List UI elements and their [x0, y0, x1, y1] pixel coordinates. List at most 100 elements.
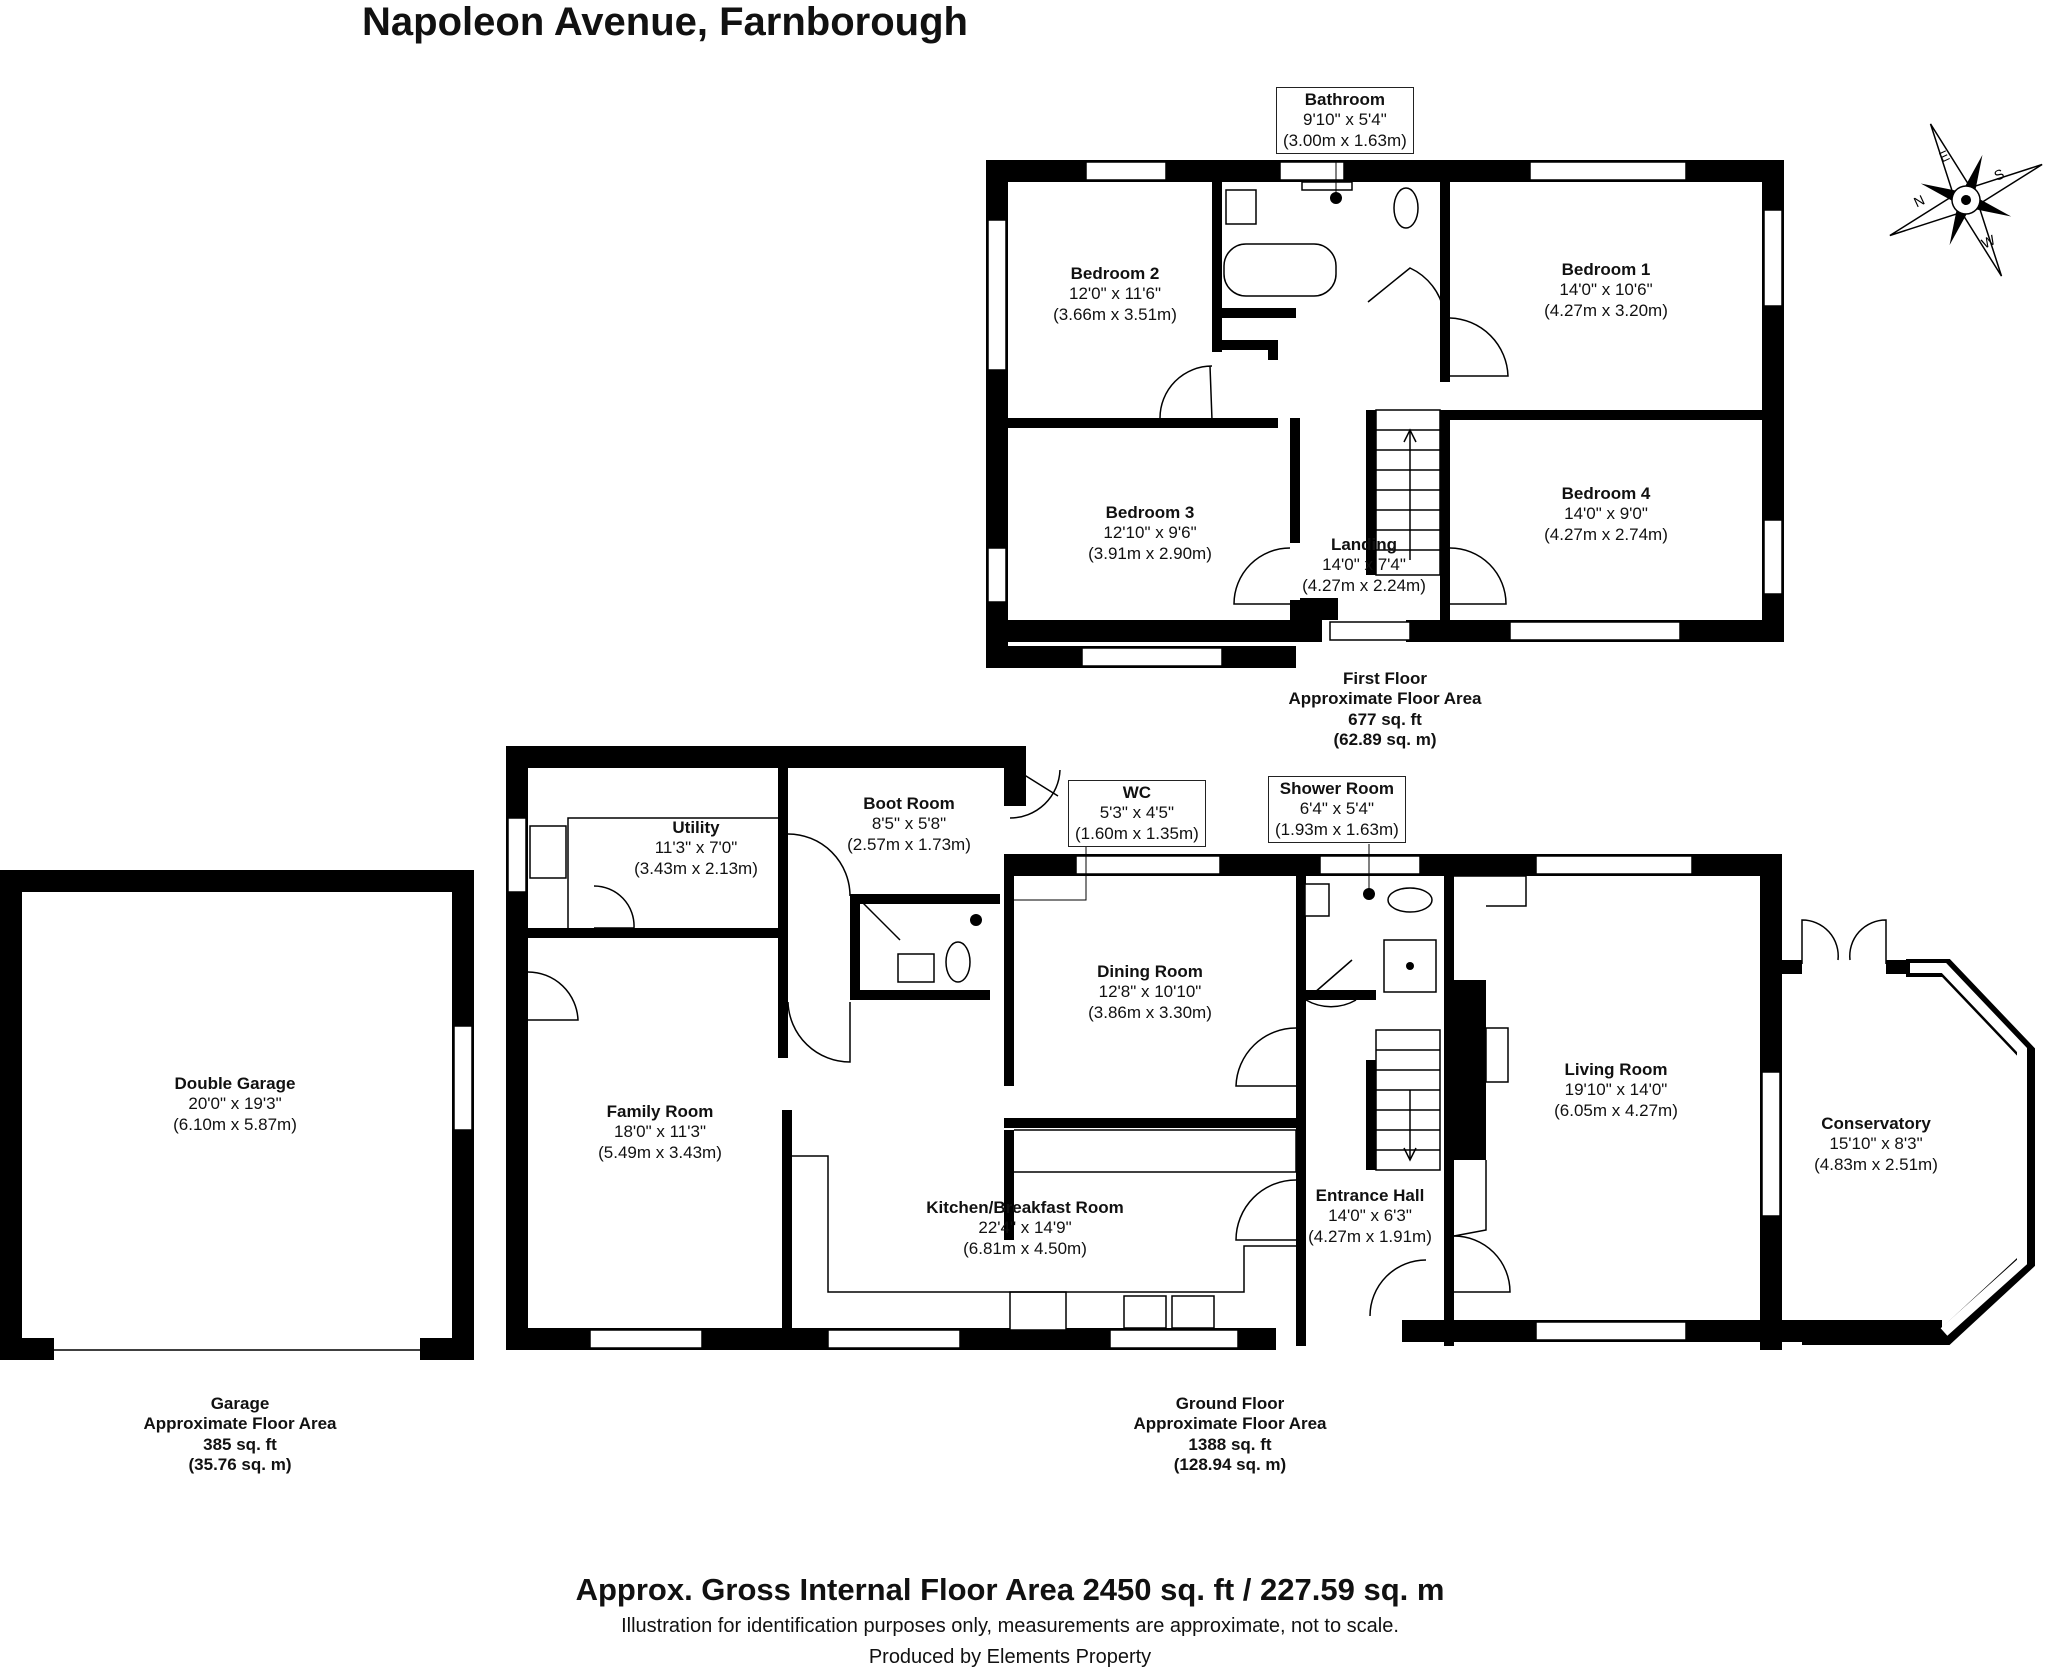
floor-name: First Floor: [1342, 669, 1428, 688]
garage-area: Garage Approximate Floor Area 385 sq. ft…: [110, 1394, 370, 1476]
gross-floor-area: Approx. Gross Internal Floor Area 2450 s…: [575, 1572, 1445, 1607]
room-name: Entrance Hall: [1315, 1186, 1425, 1205]
door-dining: [1235, 1027, 1297, 1087]
living-alcove: [1454, 875, 1527, 907]
property-title: Napoleon Avenue, Farnborough: [362, 0, 968, 44]
kitchen-worktop: [792, 1155, 1296, 1293]
room-dim-metric: (4.83m x 2.51m): [1814, 1154, 1938, 1174]
gf-wall-hall-left: [1296, 876, 1306, 1346]
window-living-bottom: [1535, 1321, 1687, 1341]
room-name: Dining Room: [1097, 962, 1203, 981]
gf-wall-family-right: [782, 1110, 792, 1328]
room-dim-imperial: 14'0" x 7'4": [1322, 555, 1406, 575]
shower-drain: [1406, 962, 1414, 970]
floor-area-sqft: 1388 sq. ft: [1188, 1434, 1272, 1454]
floor-area-sqm: (128.94 sq. m): [1173, 1455, 1287, 1475]
gf-wall-hall-right: [1444, 876, 1454, 1346]
room-label-shower-room: Shower Room 6'4" x 5'4" (1.93m x 1.63m): [1268, 776, 1406, 844]
door-bed1: [1449, 317, 1509, 377]
room-dim-imperial: 6'4" x 5'4": [1299, 799, 1375, 819]
room-dim-imperial: 12'8" x 10'10": [1098, 982, 1202, 1002]
door-boot-kitchen: [787, 1001, 851, 1063]
room-name: Bedroom 2: [1070, 264, 1160, 283]
wall-bed2-bed3: [1008, 418, 1278, 428]
room-dim-metric: (4.27m x 2.74m): [1544, 524, 1668, 544]
kitchen-sink-1: [1123, 1295, 1167, 1329]
room-name: Bedroom 1: [1561, 260, 1651, 279]
disclaimer: Illustration for identification purposes…: [621, 1615, 1399, 1637]
wall-stair-left: [1366, 410, 1376, 575]
gf-wall-boot-left: [778, 768, 788, 1058]
room-label-boot-room: Boot Room 8'5" x 5'8" (2.57m x 1.73m): [836, 794, 982, 855]
room-name: Double Garage: [174, 1074, 296, 1093]
floor-area-sqm: (62.89 sq. m): [1333, 730, 1437, 750]
kitchen-counter-top: [1014, 1129, 1297, 1173]
utility-sink: [529, 825, 567, 879]
window-utility: [507, 817, 527, 893]
room-label-conservatory: Conservatory 15'10" x 8'3" (4.83m x 2.51…: [1796, 1114, 1956, 1175]
first-floor-wall-bottom-left: [986, 620, 1322, 642]
shower-room-toilet: [1387, 887, 1433, 913]
room-label-kitchen: Kitchen/Breakfast Room 22'4" x 14'9" (6.…: [900, 1198, 1150, 1259]
room-dim-imperial: 18'0" x 11'3": [614, 1122, 706, 1142]
window-bed2-side: [987, 219, 1007, 371]
gf-wall-utility-bottom: [528, 928, 784, 938]
window-dining: [1075, 855, 1221, 875]
room-name: Landing: [1330, 535, 1398, 554]
room-label-bedroom4: Bedroom 4 14'0" x 9'0" (4.27m x 2.74m): [1506, 484, 1706, 545]
wall-closet: [1212, 340, 1272, 350]
floor-area-sqm: (35.76 sq. m): [188, 1455, 292, 1475]
producer-credit: Produced by Elements Property: [868, 1646, 1152, 1668]
floor-area-label: Approximate Floor Area: [1133, 1414, 1327, 1434]
room-dim-metric: (3.66m x 3.51m): [1053, 304, 1177, 324]
window-bed3-side: [987, 547, 1007, 603]
floor-area-label: Approximate Floor Area: [1288, 689, 1482, 709]
room-name: Kitchen/Breakfast Room: [926, 1198, 1124, 1217]
door-family: [527, 971, 579, 1021]
kitchen-sink-2: [1171, 1295, 1215, 1329]
room-name: Living Room: [1564, 1060, 1668, 1079]
room-name: Utility: [672, 818, 720, 837]
window-kitchen-1: [827, 1329, 961, 1349]
conservatory-glazing: [1910, 963, 2027, 1336]
door-bed4: [1449, 547, 1507, 605]
room-dim-imperial: 14'0" x 10'6": [1559, 280, 1653, 300]
door-kitchen-hall: [1235, 1179, 1297, 1241]
gf-wall-dining-bottom: [1004, 1118, 1296, 1128]
conservatory-wall-top: [1782, 960, 1802, 974]
floor-name: Ground Floor: [1175, 1394, 1285, 1413]
gf-wall-kitchen-left: [1004, 1130, 1014, 1240]
room-dim-imperial: 5'3" x 4'5": [1099, 803, 1175, 823]
floor-area-label: Approximate Floor Area: [143, 1414, 337, 1434]
room-label-living-room: Living Room 19'10" x 14'0" (6.05m x 4.27…: [1516, 1060, 1716, 1121]
room-name: Family Room: [606, 1102, 714, 1121]
shower-room-basin: [1304, 883, 1330, 917]
garage-wall-left: [0, 870, 22, 1360]
room-name: WC: [1122, 783, 1152, 802]
compass-label-n: N: [1911, 192, 1927, 211]
garage-wall-top: [0, 870, 474, 892]
bathtub: [1223, 243, 1337, 297]
room-name: Conservatory: [1821, 1114, 1931, 1133]
wall-bath-bed1: [1440, 182, 1450, 382]
door-boot-room: [1009, 765, 1061, 819]
wall-bed3-right2: [1290, 600, 1300, 620]
room-label-family-room: Family Room 18'0" x 11'3" (5.49m x 3.43m…: [560, 1102, 760, 1163]
room-dim-imperial: 20'0" x 19'3": [188, 1094, 282, 1114]
room-name: Boot Room: [863, 794, 955, 813]
room-label-garage: Double Garage 20'0" x 19'3" (6.10m x 5.8…: [130, 1074, 340, 1135]
floor-area-sqft: 385 sq. ft: [203, 1434, 277, 1454]
room-dim-metric: (3.91m x 2.90m): [1088, 543, 1212, 563]
wc-toilet: [945, 941, 971, 983]
room-dim-metric: (4.27m x 3.20m): [1544, 300, 1668, 320]
room-name: Bedroom 4: [1561, 484, 1651, 503]
room-dim-imperial: 14'0" x 6'3": [1328, 1206, 1412, 1226]
gf-fireplace-breast: [1454, 980, 1486, 1160]
wc-light: [970, 914, 982, 926]
room-name: Bedroom 3: [1105, 503, 1195, 522]
room-dim-imperial: 14'0" x 9'0": [1564, 504, 1648, 524]
room-dim-imperial: 11'3" x 7'0": [654, 838, 738, 858]
window-bed4-bottom: [1509, 621, 1681, 641]
room-label-bedroom1: Bedroom 1 14'0" x 10'6" (4.27m x 3.20m): [1506, 260, 1706, 321]
